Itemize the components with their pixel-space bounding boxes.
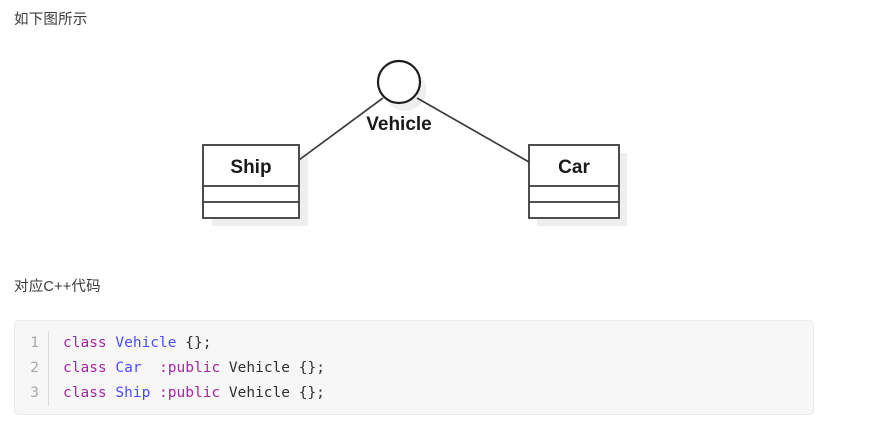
vehicle-base-circle bbox=[376, 59, 422, 105]
code-token-space bbox=[150, 385, 159, 401]
class-box-ship: Ship bbox=[202, 144, 300, 219]
code-token-punct: Vehicle {}; bbox=[220, 360, 325, 376]
vehicle-base-label: Vehicle bbox=[366, 114, 432, 135]
code-block[interactable]: 1 class Vehicle {}; 2 class Car :public … bbox=[14, 320, 814, 415]
ship-class-name: Ship bbox=[230, 157, 271, 178]
code-token-access: :public bbox=[159, 360, 221, 376]
code-lines-container: 1 class Vehicle {}; 2 class Car :public … bbox=[15, 321, 813, 414]
line-number: 1 bbox=[15, 331, 49, 356]
line-number: 2 bbox=[15, 356, 49, 381]
code-line: 1 class Vehicle {}; bbox=[15, 331, 813, 356]
code-token-type: Ship bbox=[115, 385, 151, 401]
intro-paragraph: 如下图所示 bbox=[14, 12, 88, 28]
code-caption: 对应C++代码 bbox=[14, 279, 101, 295]
code-line-content[interactable]: class Car :public Vehicle {}; bbox=[49, 356, 325, 381]
code-token-keyword: class bbox=[63, 385, 116, 401]
edge-vehicle-car bbox=[416, 97, 530, 163]
code-token-access: :public bbox=[159, 385, 221, 401]
code-line: 3 class Ship :public Vehicle {}; bbox=[15, 381, 813, 406]
code-line-content[interactable]: class Vehicle {}; bbox=[49, 331, 211, 356]
line-number: 3 bbox=[15, 381, 49, 406]
ship-box-outline bbox=[202, 144, 300, 219]
code-token-punct: Vehicle {}; bbox=[220, 385, 325, 401]
code-line: 2 class Car :public Vehicle {}; bbox=[15, 356, 813, 381]
uml-diagram: Ship Car Vehicle bbox=[0, 45, 871, 240]
code-line-content[interactable]: class Ship :public Vehicle {}; bbox=[49, 381, 325, 406]
code-token-space bbox=[142, 360, 159, 376]
code-token-punct: {}; bbox=[176, 335, 212, 351]
code-token-type: Vehicle bbox=[115, 335, 177, 351]
edge-vehicle-ship bbox=[298, 97, 384, 161]
code-token-type: Car bbox=[115, 360, 142, 376]
car-box-outline bbox=[528, 144, 620, 219]
code-token-keyword: class bbox=[63, 360, 116, 376]
car-class-name: Car bbox=[558, 157, 590, 178]
class-box-car: Car bbox=[528, 144, 620, 219]
code-token-keyword: class bbox=[63, 335, 116, 351]
